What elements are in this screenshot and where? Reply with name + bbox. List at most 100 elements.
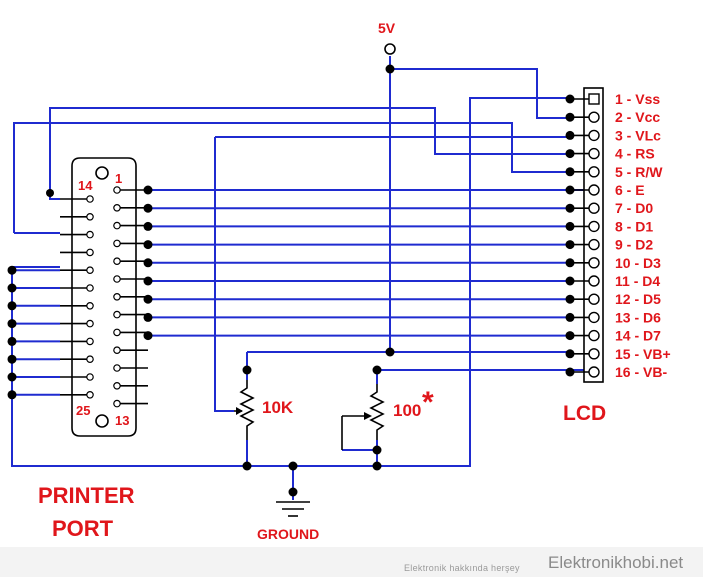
db25-pin13-label: 13 — [115, 413, 129, 428]
db25-pin-4 — [113, 239, 121, 248]
db25-pin-2 — [113, 204, 121, 212]
lcd-pin-12 — [588, 293, 600, 305]
wire-rw — [13, 122, 570, 233]
db25-pin-14 — [86, 195, 94, 203]
lcd-pin-label-13: 13 - D6 — [615, 309, 661, 325]
junction-gnd-main — [288, 461, 298, 471]
junction-5v — [385, 64, 395, 74]
ground-label: GROUND — [257, 526, 319, 542]
db25-pin-25 — [86, 390, 94, 399]
db25-pin-6 — [113, 275, 121, 283]
lcd-pin-label-10: 10 - D3 — [615, 255, 661, 271]
lcd-pin-2 — [588, 111, 600, 123]
junction-gnd-pin-20 — [7, 301, 17, 311]
db25-mount-hole-top — [95, 166, 109, 180]
junction-pot1-top — [242, 365, 252, 375]
junction-data-d6 — [143, 312, 153, 322]
junction-pot2-shunt — [372, 445, 382, 455]
db25-pin-7 — [113, 292, 121, 301]
db25-pin-11 — [113, 364, 121, 372]
footer-tagline: Elektronik hakkında herşey — [404, 563, 520, 573]
junction-gnd-pin-21 — [7, 319, 17, 329]
db25-pin-18 — [86, 266, 94, 275]
lcd-pin-label-4: 4 - RS — [615, 146, 655, 162]
supply-terminal — [384, 43, 396, 55]
junction-data-d5 — [143, 294, 153, 304]
junction-gnd-pin-25 — [7, 390, 17, 400]
lcd-pin-11 — [588, 275, 600, 287]
lcd-pin-13 — [588, 311, 600, 324]
junction-pin14 — [46, 189, 54, 197]
junction-gnd-pin-23 — [7, 354, 17, 364]
db25-pin25-label: 25 — [76, 403, 90, 418]
printer-label-line2: PORT — [52, 516, 114, 541]
printer-label-line1: PRINTER — [38, 483, 135, 508]
lcd-pin-label-7: 7 - D0 — [615, 200, 653, 216]
wire-vlc-wiper — [214, 137, 234, 412]
lcd-pin-8 — [588, 220, 600, 233]
db25-pin-24 — [86, 373, 94, 381]
ground-side-wires — [12, 193, 60, 396]
lcd-pin-3 — [588, 129, 600, 142]
db25-pin-23 — [86, 355, 94, 364]
lcd-pin-5 — [588, 166, 600, 178]
junction-data-d1 — [143, 221, 153, 231]
potentiometer-10k — [234, 380, 255, 440]
footer-bar — [0, 547, 703, 577]
db25-pin-12 — [113, 381, 121, 390]
junction-gnd-pin-19 — [7, 283, 17, 293]
ground-symbol — [276, 501, 310, 517]
pot-100-label: 100 — [393, 401, 421, 420]
lcd-pin-4 — [588, 147, 600, 160]
db25-pin-17 — [86, 248, 94, 257]
lcd-pin-16 — [588, 366, 600, 378]
db25-connector — [60, 157, 148, 437]
lcd-pin-label-11: 11 - D4 — [615, 273, 660, 289]
lcd-pin-label-12: 12 - D5 — [615, 291, 661, 307]
lcd-pin-label-1: 1 - Vss — [615, 91, 660, 107]
junction-5v-vb — [385, 347, 395, 357]
pot-100-note-mark: * — [422, 386, 434, 419]
junction-gnd-pin-24 — [7, 372, 17, 382]
junction-pot1-gnd — [242, 461, 252, 471]
db25-pin-5 — [113, 257, 121, 266]
lcd-pin-label-16: 16 - VB- — [615, 364, 667, 380]
lcd-pin-label-3: 3 - VLc — [615, 127, 661, 143]
junction-gnd-pin-22 — [7, 336, 17, 346]
junction-data-d4 — [143, 276, 153, 286]
lcd-label: LCD — [563, 402, 606, 425]
lcd-pin-9 — [588, 238, 600, 251]
db25-pin-19 — [86, 284, 94, 292]
junction-pot2-gnd — [372, 461, 382, 471]
lcd-pin-label-14: 14 - D7 — [615, 328, 661, 344]
junction-data-d0 — [143, 203, 153, 213]
junction-data-d7 — [143, 331, 153, 341]
db25-pin14-label: 14 — [78, 178, 93, 193]
db25-pin-21 — [86, 319, 94, 328]
db25-pin-8 — [113, 310, 121, 319]
junction-gnd-drop — [288, 487, 298, 497]
lcd-pin-7 — [588, 202, 600, 214]
wire-rs — [49, 107, 570, 193]
db25-pin-16 — [86, 230, 94, 239]
junction-gnd-pin-18 — [7, 265, 17, 275]
lcd-pin-label-2: 2 - Vcc — [615, 109, 660, 125]
supply-label: 5V — [378, 20, 396, 36]
schematic: 5V 14 1 25 13 10K 100 * GROUND LCD PRINT… — [7, 20, 671, 542]
junction-data-d3 — [143, 258, 153, 268]
db25-mount-hole-bottom — [95, 414, 109, 428]
junction-vb-minus — [372, 365, 382, 375]
lcd-connector — [565, 87, 604, 383]
lcd-pin-label-15: 15 - VB+ — [615, 346, 671, 362]
wiring — [11, 56, 585, 500]
lcd-pin-label-5: 5 - R/W — [615, 164, 663, 180]
db25-pin-15 — [86, 213, 94, 221]
pot-10k-label: 10K — [262, 398, 294, 417]
junction-data-d2 — [143, 240, 153, 250]
db25-pin-9 — [113, 328, 121, 337]
lcd-pin-15 — [588, 348, 600, 360]
wire-vcc — [390, 68, 570, 119]
db25-pin-20 — [86, 301, 94, 310]
db25-pin-1 — [113, 186, 121, 194]
lcd-pin-14 — [588, 329, 600, 342]
